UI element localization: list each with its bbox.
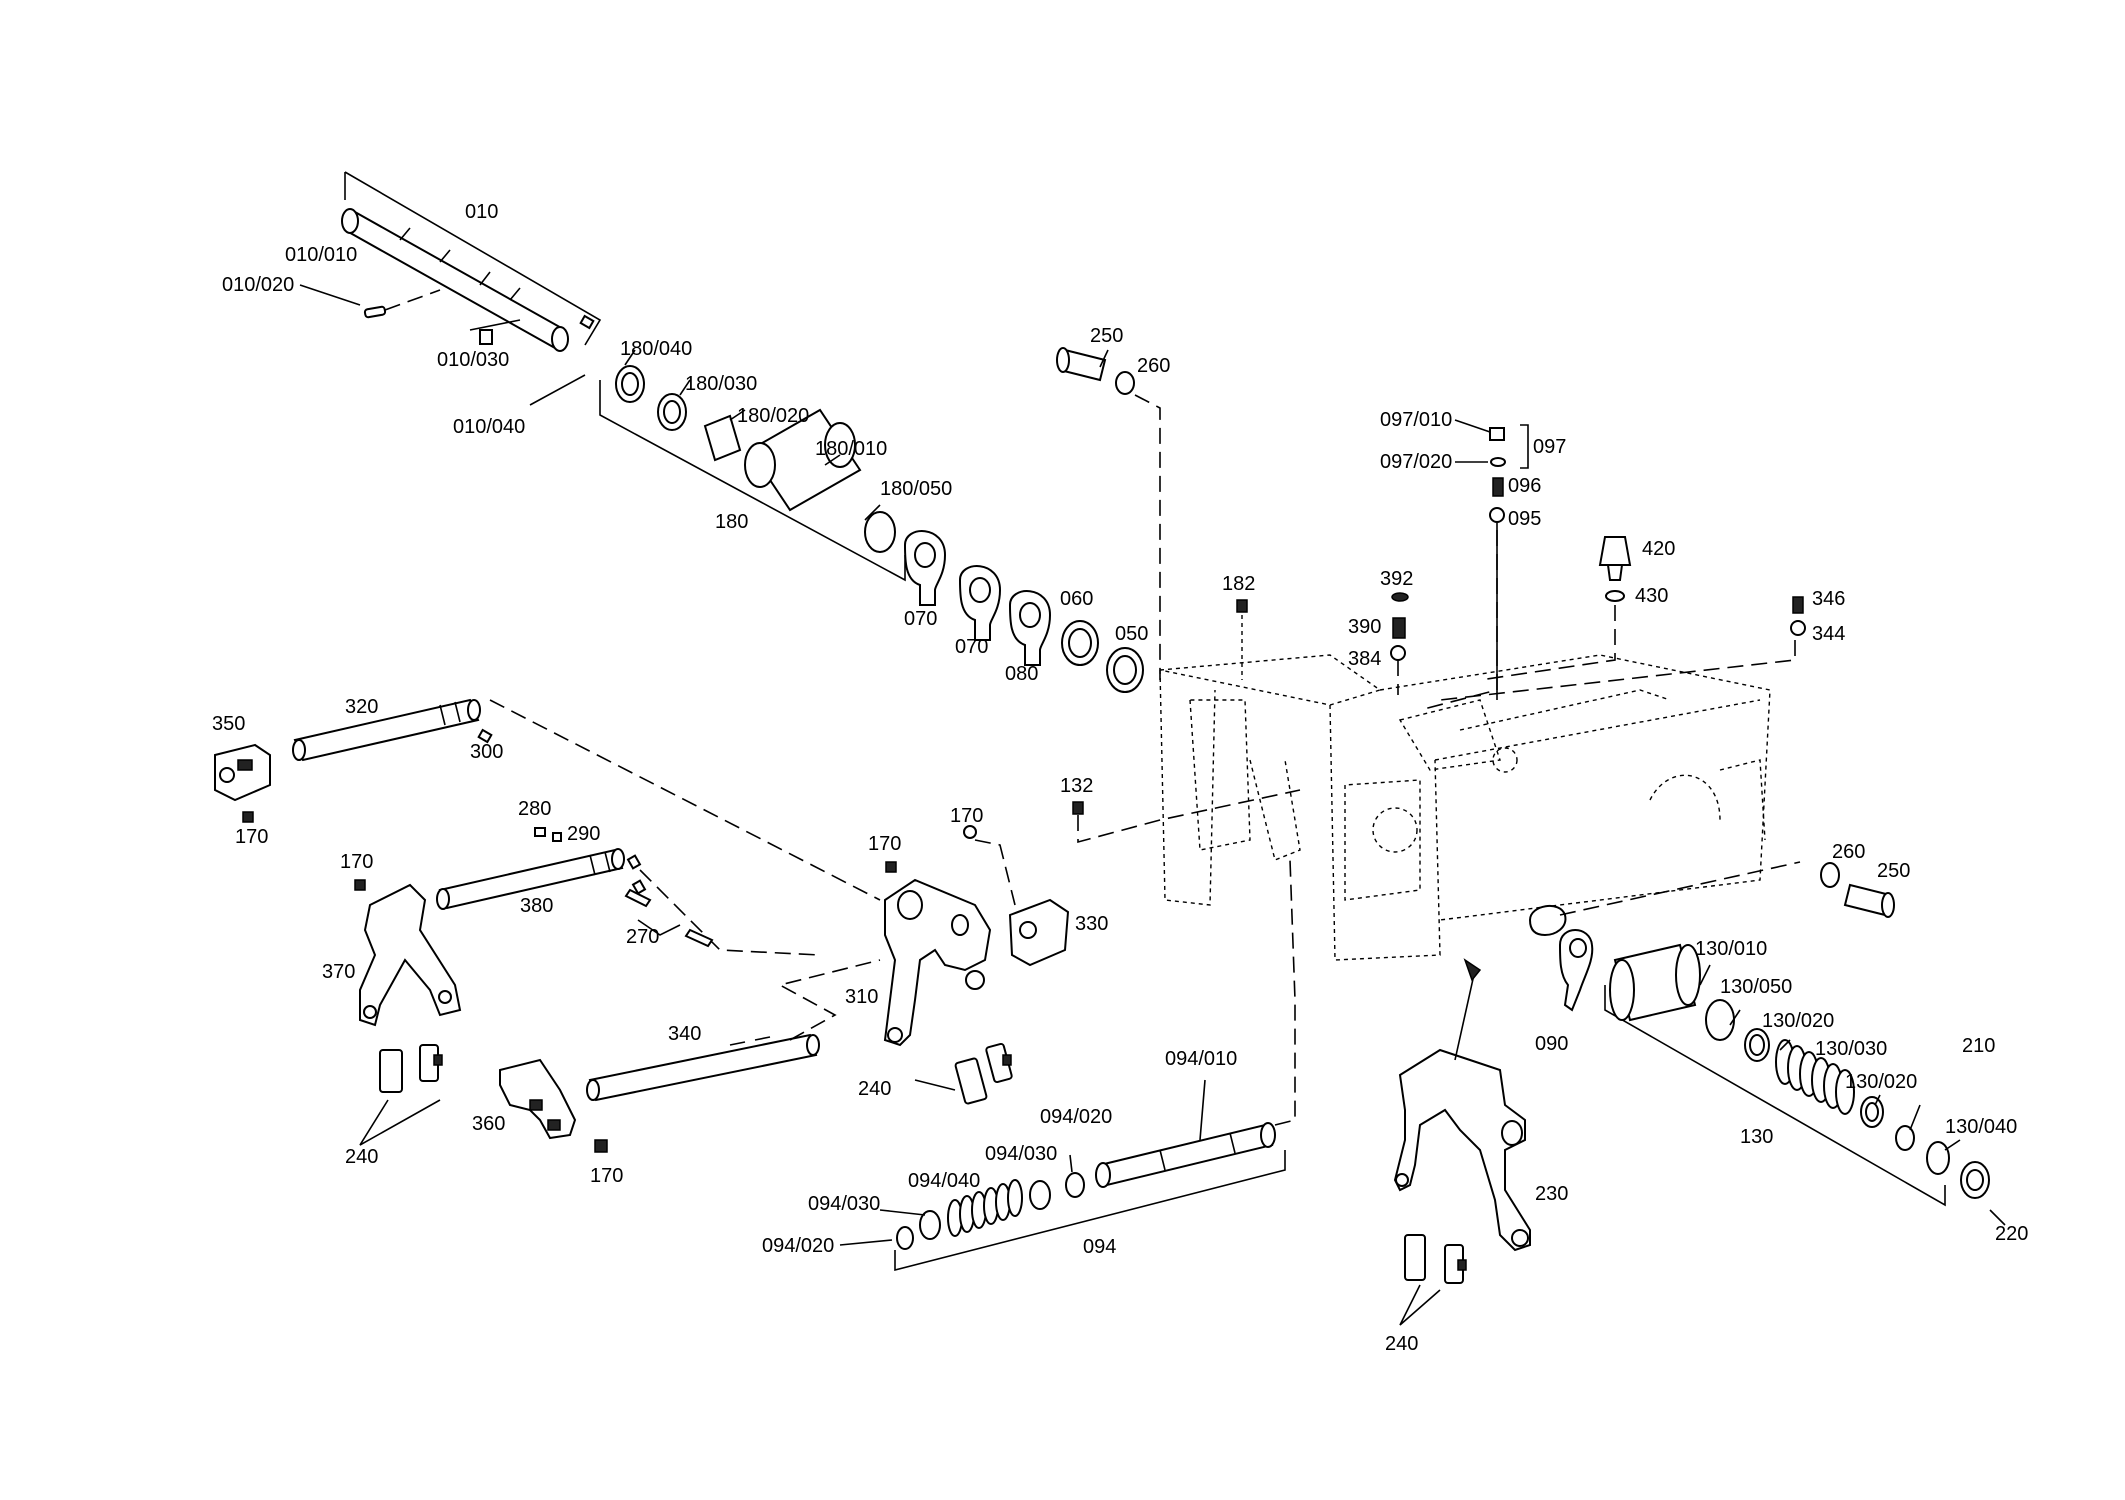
label-132: 132 bbox=[1060, 775, 1093, 797]
fork-230 bbox=[1393, 958, 1531, 1252]
label-130-050: 130/050 bbox=[1720, 976, 1792, 998]
label-010: 010 bbox=[465, 201, 498, 223]
parts-090-250-260-right bbox=[1528, 861, 1895, 1012]
label-180-040: 180/040 bbox=[620, 338, 692, 360]
label-010-040: 010/040 bbox=[453, 416, 525, 438]
label-097-020: 097/020 bbox=[1380, 451, 1452, 473]
label-095: 095 bbox=[1508, 508, 1541, 530]
callout-labels: 010 010/010 010/020 010/030 010/040 180/… bbox=[212, 201, 2028, 1355]
label-344: 344 bbox=[1812, 623, 1845, 645]
label-430: 430 bbox=[1635, 585, 1668, 607]
label-170-d: 170 bbox=[950, 805, 983, 827]
label-094-030-a: 094/030 bbox=[985, 1143, 1057, 1165]
label-096: 096 bbox=[1508, 475, 1541, 497]
parts-182-392-390-384-132 bbox=[1072, 592, 1409, 844]
label-010-010: 010/010 bbox=[285, 244, 357, 266]
rod-380-group bbox=[354, 827, 821, 1027]
label-180: 180 bbox=[715, 511, 748, 533]
label-050: 050 bbox=[1115, 623, 1148, 645]
fork-310-group bbox=[883, 825, 1070, 1047]
label-170-c: 170 bbox=[868, 833, 901, 855]
label-180-030: 180/030 bbox=[685, 373, 757, 395]
label-330: 330 bbox=[1075, 913, 1108, 935]
label-130-010: 130/010 bbox=[1695, 938, 1767, 960]
label-180-020: 180/020 bbox=[737, 405, 809, 427]
label-130-040: 130/040 bbox=[1945, 1116, 2017, 1138]
label-130: 130 bbox=[1740, 1126, 1773, 1148]
label-280: 280 bbox=[518, 798, 551, 820]
label-094: 094 bbox=[1083, 1236, 1116, 1258]
label-170-b: 170 bbox=[340, 851, 373, 873]
label-370: 370 bbox=[322, 961, 355, 983]
label-170-e: 170 bbox=[590, 1165, 623, 1187]
label-180-010: 180/010 bbox=[815, 438, 887, 460]
label-094-040: 094/040 bbox=[908, 1170, 980, 1192]
spring-094-040 bbox=[947, 1179, 1023, 1237]
label-392: 392 bbox=[1380, 568, 1413, 590]
label-346: 346 bbox=[1812, 588, 1845, 610]
rod-320-group bbox=[214, 698, 881, 901]
label-210: 210 bbox=[1962, 1035, 1995, 1057]
label-130-020-a: 130/020 bbox=[1762, 1010, 1834, 1032]
label-250-right: 250 bbox=[1877, 860, 1910, 882]
rod-340-group bbox=[499, 959, 881, 1153]
label-094-030-b: 094/030 bbox=[808, 1193, 880, 1215]
label-070-b: 070 bbox=[955, 636, 988, 658]
label-360: 360 bbox=[472, 1113, 505, 1135]
label-230: 230 bbox=[1535, 1183, 1568, 1205]
label-240-a: 240 bbox=[858, 1078, 891, 1100]
label-094-020-b: 094/020 bbox=[762, 1235, 834, 1257]
label-220: 220 bbox=[1995, 1223, 2028, 1245]
label-270: 270 bbox=[626, 926, 659, 948]
parts-097-096-095 bbox=[1419, 419, 1529, 711]
label-090: 090 bbox=[1535, 1033, 1568, 1055]
sensor-420 bbox=[1479, 536, 1632, 681]
label-390: 390 bbox=[1348, 616, 1381, 638]
label-170-a: 170 bbox=[235, 826, 268, 848]
shaft-010 bbox=[299, 171, 602, 406]
label-420: 420 bbox=[1642, 538, 1675, 560]
label-340: 340 bbox=[668, 1023, 701, 1045]
label-010-030: 010/030 bbox=[437, 349, 509, 371]
label-300: 300 bbox=[470, 741, 503, 763]
label-060: 060 bbox=[1060, 588, 1093, 610]
label-260-top: 260 bbox=[1137, 355, 1170, 377]
set-screw-010-030 bbox=[479, 329, 493, 345]
label-097-010: 097/010 bbox=[1380, 409, 1452, 431]
label-094-020-a: 094/020 bbox=[1040, 1106, 1112, 1128]
spring-130-030 bbox=[1775, 1039, 1855, 1115]
label-182: 182 bbox=[1222, 573, 1255, 595]
label-070-a: 070 bbox=[904, 608, 937, 630]
label-097: 097 bbox=[1533, 436, 1566, 458]
label-080: 080 bbox=[1005, 663, 1038, 685]
label-240-b: 240 bbox=[345, 1146, 378, 1168]
label-380: 380 bbox=[520, 895, 553, 917]
parts-346-344 bbox=[1439, 596, 1806, 701]
label-310: 310 bbox=[845, 986, 878, 1008]
label-260-right: 260 bbox=[1832, 841, 1865, 863]
label-290: 290 bbox=[567, 823, 600, 845]
label-384: 384 bbox=[1348, 648, 1381, 670]
parts-070-080-060-050 bbox=[903, 530, 1144, 693]
label-130-020-b: 130/020 bbox=[1845, 1071, 1917, 1093]
piston-130-group bbox=[1604, 943, 2006, 1226]
label-094-010: 094/010 bbox=[1165, 1048, 1237, 1070]
shift-pads-240 bbox=[359, 1042, 1467, 1326]
label-130-030: 130/030 bbox=[1815, 1038, 1887, 1060]
label-350: 350 bbox=[212, 713, 245, 735]
shaft-094-group bbox=[839, 859, 1296, 1272]
plug-250-top bbox=[1056, 347, 1161, 680]
housing bbox=[1159, 654, 1771, 961]
label-320: 320 bbox=[345, 696, 378, 718]
label-180-050: 180/050 bbox=[880, 478, 952, 500]
label-250-top: 250 bbox=[1090, 325, 1123, 347]
label-010-020: 010/020 bbox=[222, 274, 294, 296]
label-240-c: 240 bbox=[1385, 1333, 1418, 1355]
bearing-group-180 bbox=[599, 349, 906, 582]
